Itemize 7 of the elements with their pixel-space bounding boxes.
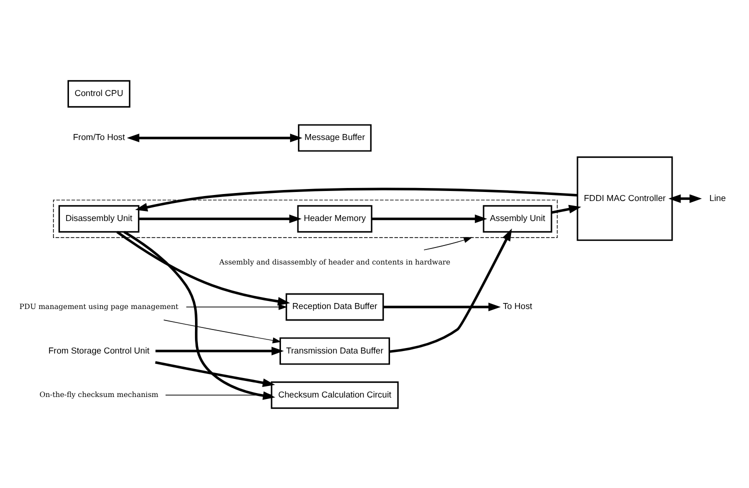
node-text: To Host xyxy=(502,300,532,311)
node-text: Assembly and disassembly of header and contents in hardware xyxy=(219,257,450,266)
node-text: On-the-fly checksum mechanism xyxy=(39,389,158,398)
node-text: From/To Host xyxy=(72,132,125,142)
node-text: PDU management using page management xyxy=(19,301,178,310)
node-text: Line xyxy=(709,192,726,202)
node-text: From Storage Control Unit xyxy=(48,344,150,355)
